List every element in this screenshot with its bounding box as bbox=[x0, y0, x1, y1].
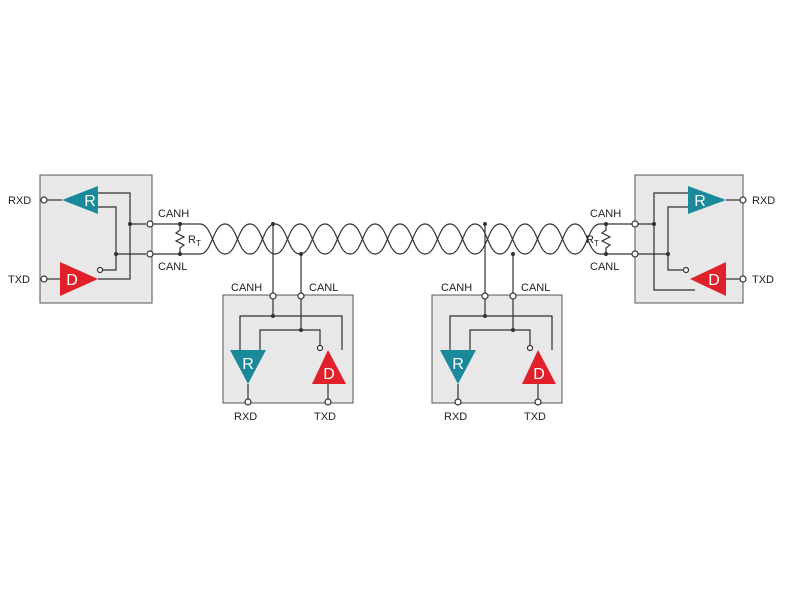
mid1-canl-label: CANL bbox=[309, 282, 338, 294]
cable-strand-b bbox=[549, 223, 576, 255]
left-receiver-icon bbox=[62, 186, 98, 214]
mid1-driver-label: D bbox=[323, 366, 335, 383]
mid2-rxd-pin bbox=[454, 398, 462, 406]
right-driver-inv-bubble bbox=[682, 266, 690, 274]
mid1-txd-pin bbox=[324, 398, 332, 406]
left-termination-resistor: RT bbox=[174, 222, 201, 256]
mid2-driver-label: D bbox=[533, 366, 545, 383]
right-canl-label: CANL bbox=[590, 261, 619, 273]
left-rt-label: RT bbox=[188, 234, 201, 248]
right-txd-pin bbox=[739, 275, 747, 283]
mid1-receiver-label: R bbox=[242, 356, 254, 373]
cable-strand-b bbox=[224, 223, 251, 255]
middle-node-2-box bbox=[431, 294, 563, 404]
right-driver-icon bbox=[690, 262, 726, 296]
mid1-driver-icon bbox=[312, 350, 346, 384]
left-rxd-label: RXD bbox=[8, 195, 31, 207]
left-driver-icon bbox=[60, 262, 98, 296]
cable-strand-b bbox=[324, 223, 351, 255]
mid2-canl-pin bbox=[509, 292, 517, 300]
cable-strand-b bbox=[349, 223, 376, 255]
left-receiver-label: R bbox=[84, 193, 96, 210]
right-txd-label: TXD bbox=[752, 274, 774, 286]
mid2-receiver-icon bbox=[440, 350, 476, 384]
cable-strand-b bbox=[499, 223, 526, 255]
right-driver-label: D bbox=[708, 272, 720, 289]
left-canl-label: CANL bbox=[158, 261, 187, 273]
right-rxd-pin bbox=[739, 196, 747, 204]
mid2-receiver-label: R bbox=[452, 356, 464, 373]
twisted-pair-cable bbox=[150, 223, 650, 255]
cable-strand-b bbox=[274, 223, 301, 255]
mid1-receiver-icon bbox=[230, 350, 266, 384]
right-rt-label: RT bbox=[586, 234, 599, 248]
right-node: CANH CANL R RXD D TXD bbox=[590, 174, 775, 304]
mid2-txd-pin bbox=[534, 398, 542, 406]
cable-strand-b bbox=[449, 223, 476, 255]
mid2-rxd-label: RXD bbox=[444, 411, 467, 423]
left-driver-label: D bbox=[66, 272, 78, 289]
middle-node-1-box bbox=[222, 294, 354, 404]
left-node: R D RXD TXD CANH CANL bbox=[8, 174, 189, 304]
mid1-canh-label: CANH bbox=[231, 282, 262, 294]
left-txd-label: TXD bbox=[8, 274, 30, 286]
middle-node-2: CANH CANL R RXD D TXD bbox=[431, 222, 563, 423]
right-canh-pin bbox=[631, 220, 639, 228]
cable-strand-b bbox=[299, 223, 326, 255]
mid1-driver-inv-bubble bbox=[316, 344, 324, 352]
mid1-canh-pin bbox=[269, 292, 277, 300]
mid2-canh-pin bbox=[481, 292, 489, 300]
left-txd-pin bbox=[40, 275, 48, 283]
right-receiver-icon bbox=[688, 186, 726, 214]
right-canl-pin bbox=[631, 250, 639, 258]
mid2-canh-label: CANH bbox=[441, 282, 472, 294]
left-canl-pin bbox=[146, 250, 154, 258]
mid1-rxd-pin bbox=[244, 398, 252, 406]
cable-strand-b bbox=[249, 223, 276, 255]
mid2-canl-label: CANL bbox=[521, 282, 550, 294]
cable-strand-b bbox=[199, 223, 226, 255]
cable-strand-b bbox=[374, 223, 401, 255]
mid2-driver-inv-bubble bbox=[526, 344, 534, 352]
cable-strand-b bbox=[524, 223, 551, 255]
middle-node-1: CANH CANL R RXD D TXD bbox=[222, 222, 354, 423]
mid1-canl-pin bbox=[297, 292, 305, 300]
left-canh-label: CANH bbox=[158, 208, 189, 220]
cable-strand-b bbox=[399, 223, 426, 255]
right-canh-label: CANH bbox=[590, 208, 621, 220]
right-receiver-label: R bbox=[694, 193, 706, 210]
mid1-txd-label: TXD bbox=[314, 411, 336, 423]
cable-strand-b bbox=[574, 223, 601, 255]
cable-strand-b bbox=[424, 223, 451, 255]
mid1-rxd-label: RXD bbox=[234, 411, 257, 423]
left-canh-pin bbox=[146, 220, 154, 228]
mid2-driver-icon bbox=[522, 350, 556, 384]
left-driver-inv-bubble bbox=[96, 266, 104, 274]
cable-strand-b bbox=[474, 223, 501, 255]
right-termination-resistor: RT bbox=[586, 222, 612, 256]
mid2-txd-label: TXD bbox=[524, 411, 546, 423]
left-rxd-pin bbox=[40, 196, 48, 204]
right-rxd-label: RXD bbox=[752, 195, 775, 207]
